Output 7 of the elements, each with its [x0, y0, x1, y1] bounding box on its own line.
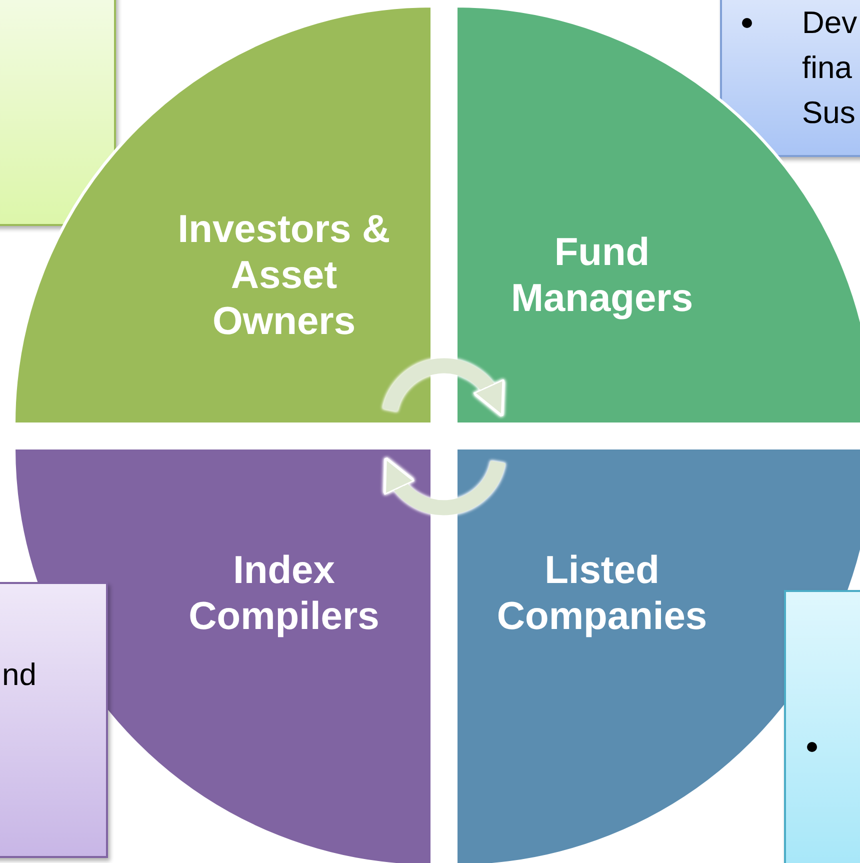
quadrant-label: Listed Companies — [496, 548, 708, 640]
note-text: Dev fina Sus — [802, 4, 858, 132]
quadrant-label: Fund Managers — [510, 230, 694, 322]
note-text: nd — [2, 656, 38, 694]
note-box — [0, 582, 108, 858]
quadrant-label: Investors & Asset Owners — [176, 207, 392, 345]
quadrant-label: Index Compilers — [188, 548, 380, 640]
